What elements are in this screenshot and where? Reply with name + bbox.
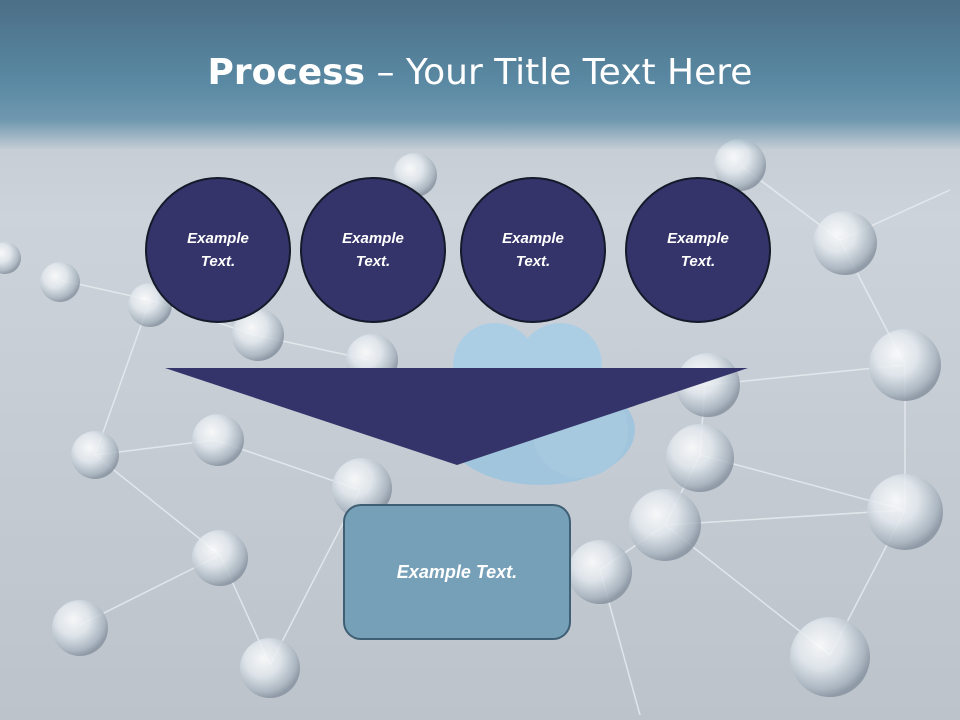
- step-label: Example Text.: [187, 230, 249, 270]
- step-label: Example Text.: [667, 230, 729, 270]
- result-box: Example Text.: [343, 504, 571, 640]
- title-bold: Process: [207, 52, 366, 93]
- step-circle-4: Example Text.: [625, 177, 771, 323]
- funnel-arrow: [165, 368, 748, 465]
- step-label: Example Text.: [502, 230, 564, 270]
- step-circle-2: Example Text.: [300, 177, 446, 323]
- slide-title: Process – Your Title Text Here: [0, 52, 960, 93]
- step-circle-3: Example Text.: [460, 177, 606, 323]
- step-circle-1: Example Text.: [145, 177, 291, 323]
- result-label: Example Text.: [396, 561, 518, 582]
- title-rest: – Your Title Text Here: [365, 52, 753, 93]
- title-bar: [0, 0, 960, 150]
- step-label: Example Text.: [342, 230, 404, 270]
